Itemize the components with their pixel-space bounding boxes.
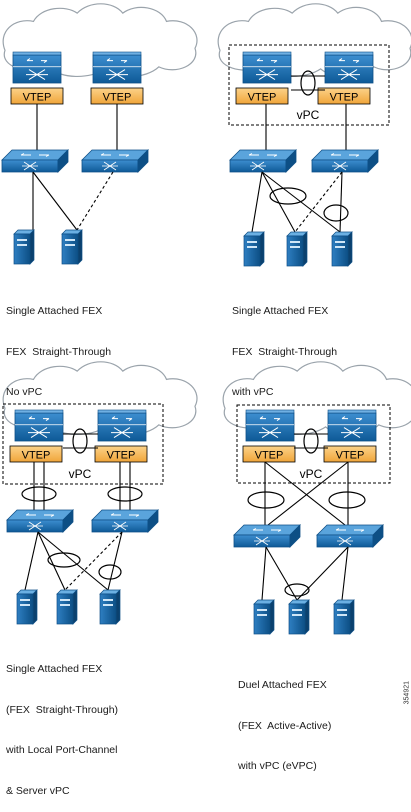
caption-line: Duel Attached FEX (238, 679, 327, 691)
link-line (261, 546, 267, 601)
vtep-label: VTEP (330, 92, 359, 104)
vpc-domain-box (2, 403, 164, 485)
port-channel-ring (247, 491, 285, 509)
fex-switch-icon (233, 524, 301, 548)
nexus-switch-icon (97, 409, 147, 442)
server-icon (253, 599, 275, 635)
caption-line: with vPC (232, 386, 274, 398)
vpc-domain-box (236, 404, 391, 484)
nexus-switch-icon (14, 409, 64, 442)
topology-diagram: VTEP VTEP VTEP VTEP vPC VTEP VTEP vPC VTEP VTEP vP… (1, 3, 411, 635)
link-line (264, 461, 346, 526)
link-line (76, 171, 114, 231)
caption-line: with vPC (eVPC) (238, 760, 317, 772)
vpc-label: vPC (300, 467, 323, 481)
port-channel-ring (328, 491, 366, 509)
vpc-label: vPC (297, 108, 320, 122)
nexus-switch-icon (327, 409, 377, 442)
server-icon (243, 231, 265, 267)
server-icon (331, 231, 353, 267)
port-channel-ring (21, 486, 57, 502)
port-channel-ring (107, 486, 143, 502)
vtep-label: VTEP (107, 450, 136, 462)
fex-switch-icon (1, 149, 69, 173)
caption-line: Single Attached FEX (6, 663, 103, 675)
link-line (341, 546, 349, 601)
port-channel-ring (284, 583, 310, 597)
link-line (265, 546, 298, 601)
server-icon (286, 231, 308, 267)
vtep-label: VTEP (22, 450, 51, 462)
caption-panel-1: Single Attached FEX FEX Straight-Through… (6, 278, 111, 413)
vpc-domain-box (228, 44, 390, 126)
vtep-label: VTEP (336, 450, 365, 462)
link-line (64, 531, 123, 591)
vtep-label: VTEP (23, 92, 52, 104)
caption-line: Single Attached FEX (232, 305, 329, 317)
vtep-label-box: VTEP (90, 87, 144, 105)
vtep-label-box: VTEP (10, 87, 64, 105)
caption-line: FEX Straight-Through (6, 345, 112, 358)
vtep-label-box: VTEP (235, 87, 289, 105)
vtep-label-box: VTEP (323, 445, 377, 463)
link-line (32, 171, 78, 231)
link-line (339, 171, 343, 233)
caption-line: (FEX Straight-Through) (6, 703, 119, 716)
port-channel-ring (72, 428, 88, 454)
server-icon (99, 589, 121, 625)
link-line (251, 171, 263, 233)
vtep-label: VTEP (248, 92, 277, 104)
fex-switch-icon (229, 149, 297, 173)
server-icon (16, 589, 38, 625)
port-channel-ring (269, 187, 307, 205)
server-icon (288, 599, 310, 635)
server-icon (13, 229, 35, 265)
link-line (107, 531, 123, 591)
nexus-switch-icon (92, 51, 142, 84)
vtep-label-box: VTEP (317, 87, 371, 105)
server-icon (333, 599, 355, 635)
caption-line: Single Attached FEX (6, 305, 103, 317)
link-line (294, 171, 343, 233)
link-line (296, 546, 349, 601)
server-icon (61, 229, 83, 265)
fex-switch-icon (6, 509, 74, 533)
fex-switch-icon (81, 149, 149, 173)
caption-line: with Local Port-Channel (6, 744, 118, 756)
caption-line: (FEX Active-Active) (238, 719, 332, 732)
link-line (24, 531, 39, 591)
vtep-label-box: VTEP (9, 445, 63, 463)
nexus-switch-icon (245, 409, 295, 442)
caption-panel-3: Single Attached FEX (FEX Straight-Throug… (6, 636, 118, 812)
link-line (261, 171, 296, 233)
link-line (267, 461, 349, 526)
link-line (37, 531, 66, 591)
port-channel-ring (323, 204, 349, 222)
fex-switch-icon (316, 524, 384, 548)
figure-id: 354921 (403, 681, 410, 705)
server-icon (56, 589, 78, 625)
vtep-label-box: VTEP (94, 445, 148, 463)
vpc-label: vPC (69, 467, 92, 481)
caption-panel-2: Single Attached FEX FEX Straight-Through… (232, 278, 337, 413)
caption-line: FEX Straight-Through (232, 345, 338, 358)
caption-line: & Server vPC (6, 784, 70, 797)
vtep-label: VTEP (255, 450, 284, 462)
caption-panel-4: Duel Attached FEX (FEX Active-Active) wi… (238, 652, 331, 787)
fex-switch-icon (311, 149, 379, 173)
nexus-switch-icon (324, 51, 374, 84)
link-line (37, 531, 109, 591)
port-channel-ring (47, 552, 81, 568)
port-channel-ring (300, 70, 316, 96)
caption-line: No vPC (6, 386, 43, 398)
vtep-label: VTEP (103, 92, 132, 104)
nexus-switch-icon (242, 51, 292, 84)
port-channel-ring (98, 564, 122, 580)
nexus-switch-icon (12, 51, 62, 84)
fex-switch-icon (91, 509, 159, 533)
vtep-label-box: VTEP (242, 445, 296, 463)
port-channel-ring (303, 428, 319, 454)
